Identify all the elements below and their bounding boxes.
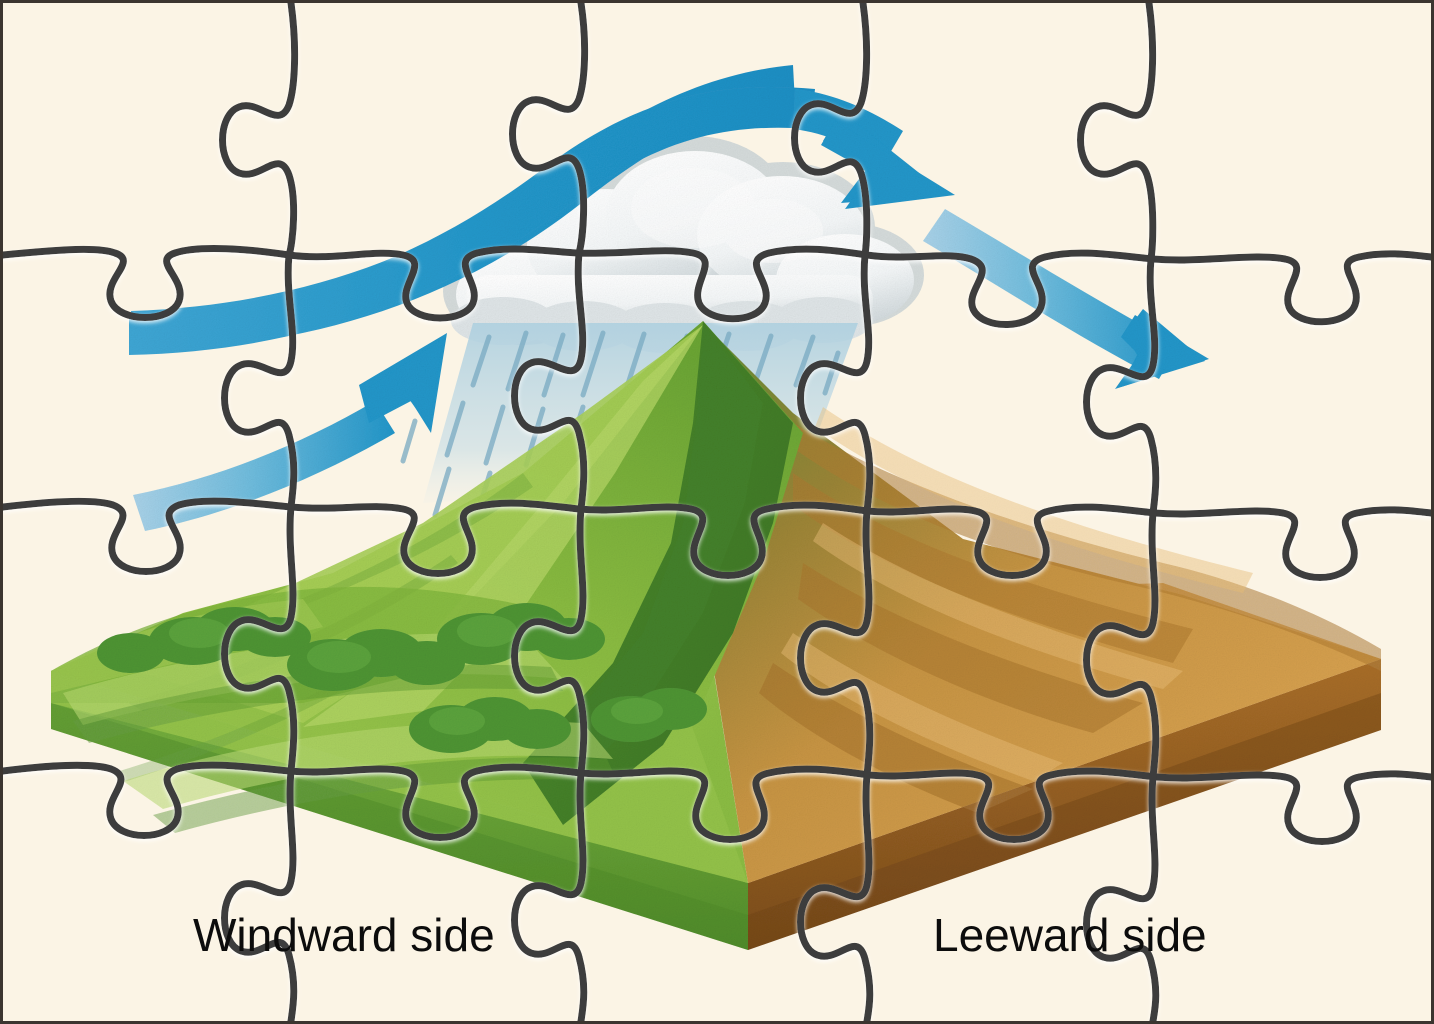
illustration-layer [51,65,1381,950]
dry-air-descending-arrow-upper [793,89,955,209]
jigsaw-piece-overlay [3,3,1431,1021]
puzzle-cut-lines [3,3,1431,1021]
moist-air-rising-arrow-body [129,86,815,355]
dry-air-descending-arrow-lower [923,209,1209,389]
scene: Windward side Leeward side [3,3,1431,1021]
tree-clusters [97,603,707,753]
leeward-side-label: Leeward side [933,909,1207,961]
windward-side-label: Windward side [193,909,495,961]
